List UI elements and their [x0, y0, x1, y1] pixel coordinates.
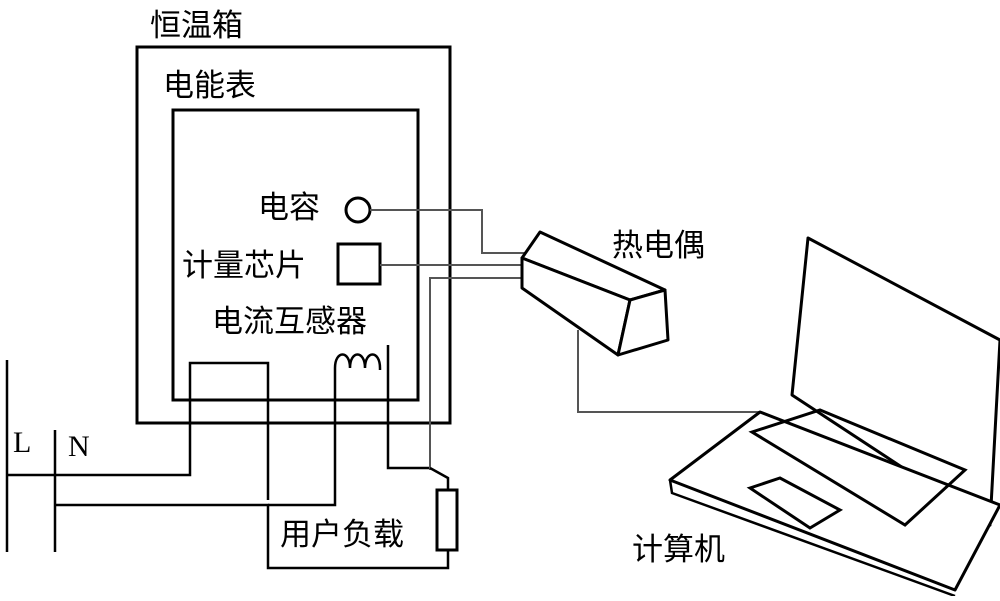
load-thermocouple-wire [429, 277, 525, 470]
thermocouple-computer-wire [577, 330, 760, 413]
computer-label: 计算机 [632, 532, 725, 568]
meter-label: 电能表 [163, 68, 256, 104]
capacitor-thermocouple-wire [370, 209, 525, 254]
capacitor-symbol [344, 196, 372, 224]
line-l-label: L [13, 426, 31, 459]
laptop-base [668, 410, 1000, 592]
user-load-resistor [435, 488, 459, 552]
load-feed-wire [268, 400, 337, 507]
laptop-keyboard [748, 408, 968, 527]
meter-box [171, 108, 420, 402]
laptop-touchpad [746, 476, 844, 530]
current-transformer-label: 电流互感器 [212, 304, 367, 340]
user-load-label: 用户负载 [280, 517, 404, 553]
meter-loop-wire [7, 361, 270, 500]
neutral-return-wire [55, 503, 450, 570]
metering-chip-symbol [336, 242, 382, 286]
laptop-base-edge [668, 479, 956, 598]
load-top-wire [429, 466, 450, 490]
line-n-label: N [68, 430, 90, 463]
thermocouple-label: 热电偶 [612, 228, 705, 264]
ct-secondary-wire [386, 345, 430, 470]
incubator-label: 恒温箱 [150, 8, 243, 44]
capacitor-label: 电容 [258, 190, 320, 226]
incubator-box [135, 45, 452, 425]
metering-chip-label: 计量芯片 [182, 248, 306, 284]
current-transformer-coil [333, 353, 382, 400]
thermocouple-end-face [616, 288, 670, 357]
